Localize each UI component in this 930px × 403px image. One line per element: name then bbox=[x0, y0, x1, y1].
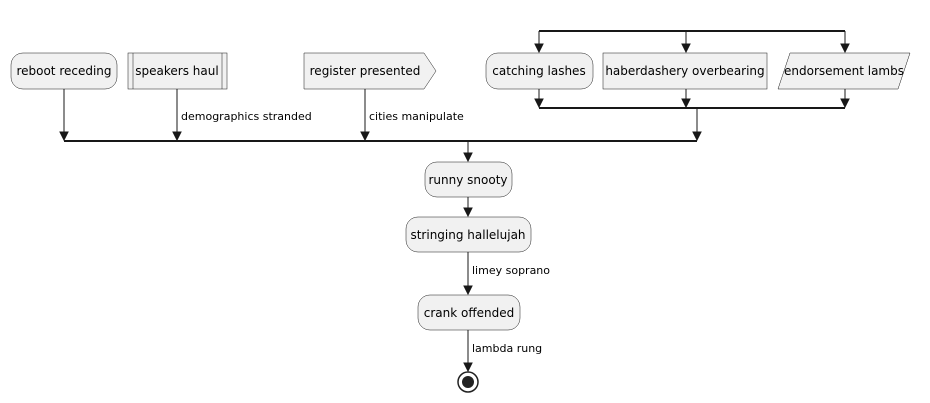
end-node-inner-dot bbox=[462, 376, 474, 388]
join-arrow-endorsement bbox=[840, 98, 850, 109]
join-arrow-parallel bbox=[692, 131, 702, 142]
node-label: catching lashes bbox=[492, 64, 585, 78]
edge-label-cities: cities manipulate bbox=[369, 110, 464, 123]
node-register-presented: register presented bbox=[303, 52, 437, 90]
node-label: stringing hallelujah bbox=[410, 228, 525, 242]
node-shape bbox=[417, 294, 521, 331]
arrow-register bbox=[360, 131, 370, 142]
node-catching-lashes: catching lashes bbox=[485, 52, 594, 90]
node-label: crank offended bbox=[424, 306, 514, 320]
node-stringing-hallelujah: stringing hallelujah bbox=[405, 216, 532, 253]
node-speakers-haul: speakers haul bbox=[127, 52, 228, 90]
node-shape bbox=[303, 52, 437, 90]
node-shape bbox=[777, 52, 911, 90]
arrow-join-to-runny bbox=[463, 152, 473, 163]
node-shape bbox=[602, 52, 768, 90]
fork-arrow-haberdashery bbox=[681, 43, 691, 54]
edge-label-limey: limey soprano bbox=[472, 264, 550, 277]
node-label: runny snooty bbox=[428, 173, 507, 187]
node-label: endorsement lambs bbox=[784, 64, 904, 78]
fork-arrow-endorsement bbox=[840, 43, 850, 54]
node-label: reboot receding bbox=[16, 64, 111, 78]
node-crank-offended: crank offended bbox=[417, 294, 521, 331]
node-endorsement-lambs: endorsement lambs bbox=[777, 52, 911, 90]
arrow-reboot bbox=[59, 131, 69, 142]
node-runny-snooty: runny snooty bbox=[424, 161, 513, 198]
edge-label-demographics: demographics stranded bbox=[181, 110, 312, 123]
node-label: haberdashery overbearing bbox=[605, 64, 764, 78]
arrow-stringing-to-crank bbox=[463, 285, 473, 296]
node-label: register presented bbox=[310, 64, 421, 78]
node-haberdashery-overbearing: haberdashery overbearing bbox=[602, 52, 768, 90]
arrow-runny-to-stringing bbox=[463, 207, 473, 218]
node-reboot-receding: reboot receding bbox=[10, 52, 118, 90]
fork-arrow-catching bbox=[534, 43, 544, 54]
end-node bbox=[457, 371, 479, 393]
arrow-crank-to-end bbox=[463, 362, 473, 373]
join-arrow-haberdashery bbox=[681, 98, 691, 109]
end-node-outer-ring bbox=[457, 371, 479, 393]
node-label: speakers haul bbox=[135, 64, 218, 78]
edge-label-lambda: lambda rung bbox=[472, 342, 542, 355]
join-arrow-catching bbox=[534, 98, 544, 109]
arrow-speakers bbox=[172, 131, 182, 142]
